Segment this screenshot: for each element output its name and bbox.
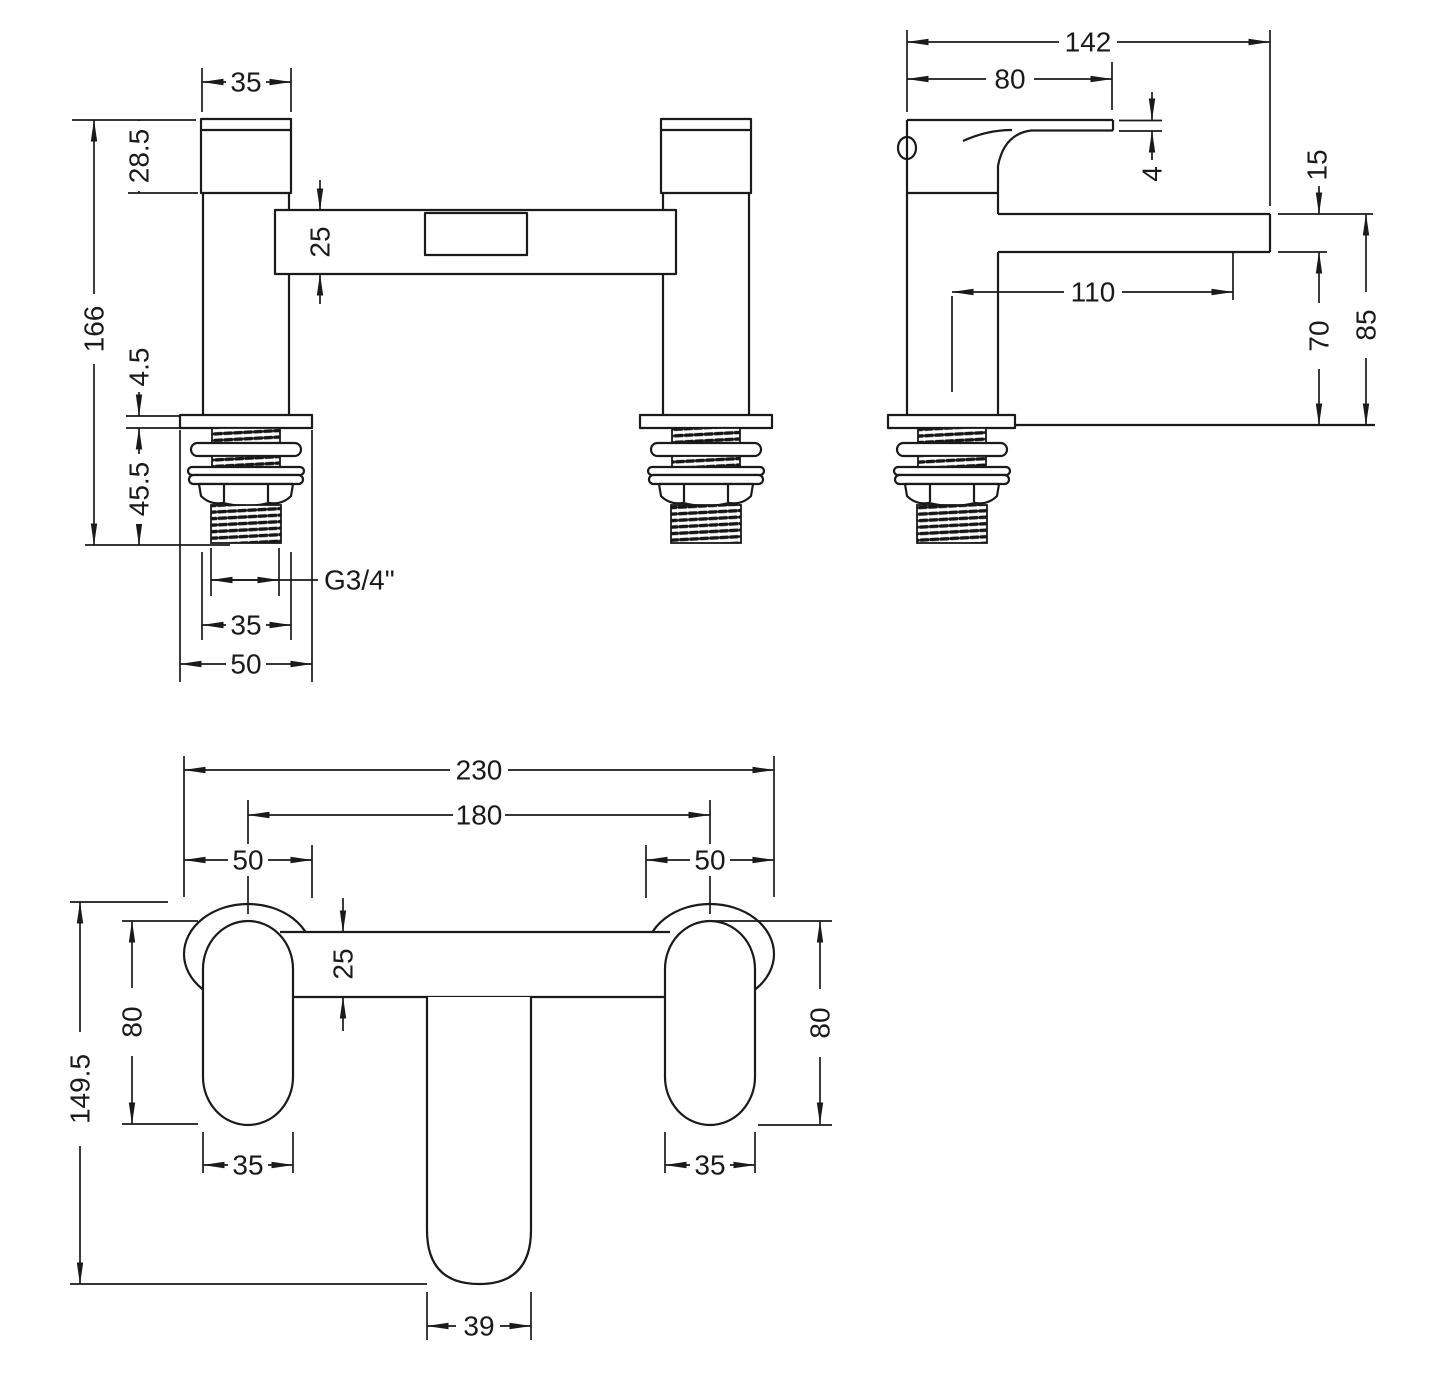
dim-side-clearance-height: 70 [1304, 320, 1335, 351]
dim-side-spout-reach: 110 [1071, 277, 1116, 308]
dim-plan-overall-width: 230 [456, 755, 503, 786]
front-right-deck-flange [638, 413, 774, 430]
dim-front-deck-plate-thickness: 4.5 [124, 348, 155, 387]
plan-dimensions: 230 180 50 50 25 80 80 [63, 754, 837, 1342]
dim-front-handle-height: 28.5 [124, 129, 155, 184]
dim-side-lever-thickness: 4 [1137, 166, 1168, 182]
dim-plan-hole-centres: 180 [456, 800, 503, 831]
side-deck-flange [886, 413, 1017, 430]
hex-nut [903, 482, 1001, 508]
side-dimensions: 142 80 4 110 15 70 85 [906, 26, 1383, 426]
front-dimensions: 35 28.5 166 4.5 45.5 25 G3/4" [72, 66, 395, 682]
front-left-handle [199, 117, 293, 195]
plan-view: 230 180 50 50 25 80 80 [63, 754, 837, 1342]
side-view: 142 80 4 110 15 70 85 [886, 26, 1383, 544]
dim-plan-spout-width: 39 [463, 1311, 494, 1342]
dim-plan-handle-left-length: 80 [117, 1006, 148, 1037]
dim-front-handle-width: 35 [230, 67, 261, 98]
dim-plan-handle-right-length: 80 [805, 1007, 836, 1038]
side-spout [998, 212, 1272, 254]
dim-side-overall-depth: 142 [1065, 27, 1112, 58]
dim-front-base-width: 50 [230, 649, 261, 680]
front-view: 35 28.5 166 4.5 45.5 25 G3/4" [72, 66, 774, 682]
dim-front-body-thickness: 25 [305, 226, 336, 257]
dim-plan-handle-right-width: 35 [694, 1150, 725, 1181]
dim-front-shank-body-width: 35 [230, 610, 261, 641]
front-left-tail [186, 427, 306, 544]
side-lever-curve [962, 128, 1013, 143]
dim-plan-base-right-width: 50 [694, 845, 725, 876]
side-tail [892, 427, 1012, 544]
dim-front-thread-size: G3/4" [324, 565, 395, 596]
dim-front-shank-length: 45.5 [124, 462, 155, 517]
side-lever [907, 118, 1115, 167]
front-left-deck-flange [178, 413, 314, 430]
dim-side-spout-height: 85 [1351, 309, 1382, 340]
front-body-inset-plate [423, 211, 529, 257]
dim-side-lever-length: 80 [994, 64, 1025, 95]
plan-spout [425, 997, 533, 1286]
hex-nut [197, 482, 295, 508]
front-right-handle [659, 117, 753, 195]
dim-side-spout-thickness: 15 [1302, 149, 1333, 180]
dim-plan-base-left-width: 50 [232, 845, 263, 876]
dim-plan-overall-depth: 149.5 [65, 1054, 96, 1124]
dim-plan-handle-left-width: 35 [232, 1150, 263, 1181]
front-right-tail [646, 427, 766, 544]
plan-right-handle [663, 919, 757, 1127]
dim-front-overall-height: 166 [79, 306, 110, 353]
plan-left-handle [201, 919, 295, 1127]
hex-nut [657, 482, 755, 508]
dim-plan-body-depth: 25 [328, 948, 359, 979]
